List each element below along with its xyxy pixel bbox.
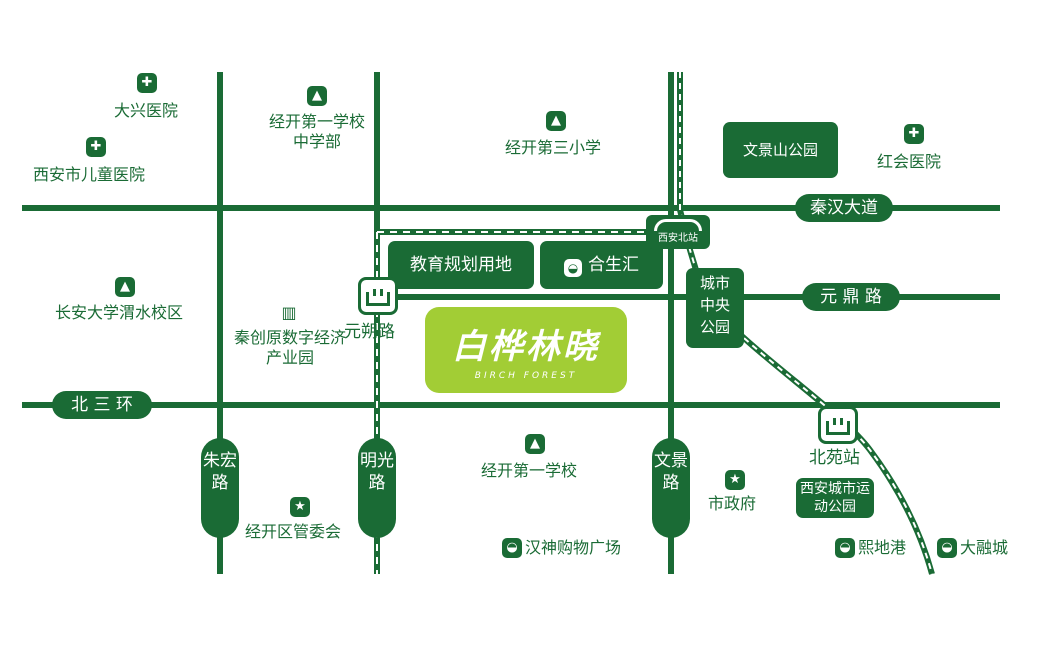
poi-jingkai-middle: 经开第一学校中学部 <box>262 112 372 152</box>
station-beiyuan-label: 北苑站 <box>809 448 860 468</box>
star-icon: ★ <box>725 470 745 490</box>
road-zhuhong <box>217 72 223 574</box>
shopping-bag-icon: ◒ <box>502 538 522 558</box>
poi-qinchuangyuan: 秦创原数字经济产业园 <box>228 328 352 368</box>
graduation-cap-icon: ▲ <box>525 434 545 454</box>
project-birch-forest: 白桦林晓 BIRCH FOREST <box>425 307 627 393</box>
parcel-hesheng-label: 合生汇 <box>588 255 639 275</box>
poi-honghui-hospital: 红会医院 <box>877 152 942 171</box>
train-station-icon <box>654 219 702 231</box>
hospital-cross-icon: ✚ <box>137 73 157 93</box>
road-label-yuanding: 元 鼎 路 <box>802 283 900 311</box>
building-icon: ▥ <box>279 303 299 323</box>
poi-xidigang: 熙地港 <box>858 538 907 557</box>
poi-daxing-hospital: 大兴医院 <box>114 101 179 120</box>
graduation-cap-icon: ▲ <box>546 111 566 131</box>
metro-station-icon <box>818 406 858 444</box>
poi-jingkai-1st-school: 经开第一学校 <box>481 461 578 480</box>
road-beisanhuan <box>22 402 1000 408</box>
road-label-beisanhuan: 北 三 环 <box>52 391 152 419</box>
poi-hanshen-plaza: 汉神购物广场 <box>525 538 622 557</box>
road-mingguang-north <box>374 72 380 232</box>
shopping-bag-icon: ◒ <box>937 538 957 558</box>
poi-darongcheng: 大融城 <box>960 538 1009 557</box>
poi-children-hospital: 西安市儿童医院 <box>33 165 146 184</box>
road-wenjing <box>668 72 674 574</box>
graduation-cap-icon: ▲ <box>307 86 327 106</box>
park-sports: 西安城市运动公园 <box>796 478 874 518</box>
shopping-bag-icon: ◒ <box>564 259 582 277</box>
poi-changan-univ: 长安大学渭水校区 <box>55 303 184 322</box>
poi-jingkai-middle-label: 经开第一学校中学部 <box>268 112 365 151</box>
shopping-bag-icon: ◒ <box>835 538 855 558</box>
road-label-zhuhong: 朱宏路 <box>201 438 239 538</box>
park-city-center-label: 城市中央公园 <box>699 274 730 336</box>
park-wenjingshan: 文景山公园 <box>723 122 838 178</box>
road-label-yuanshuo: 元朔路 <box>344 322 395 342</box>
parcel-hesheng: ◒ 合生汇 <box>540 241 663 289</box>
star-icon: ★ <box>290 497 310 517</box>
station-xian-north-label: 西安北站 <box>658 233 698 244</box>
poi-city-government: 市政府 <box>708 494 757 513</box>
project-name: 白桦林晓 <box>452 327 600 367</box>
hospital-cross-icon: ✚ <box>904 124 924 144</box>
poi-jingkai-3rd-primary: 经开第三小学 <box>505 138 602 157</box>
parcel-edu-land: 教育规划用地 <box>388 241 534 289</box>
road-label-qinhan: 秦汉大道 <box>795 194 893 222</box>
park-sports-label: 西安城市运动公园 <box>800 481 870 515</box>
project-name-en: BIRCH FOREST <box>474 371 578 381</box>
road-label-wenjing: 文景路 <box>652 438 690 538</box>
metro-station-icon <box>358 277 398 315</box>
road-qinhan <box>22 205 1000 211</box>
poi-qinchuangyuan-label: 秦创原数字经济产业园 <box>233 328 346 367</box>
park-city-center: 城市中央公园 <box>686 268 744 348</box>
hospital-cross-icon: ✚ <box>86 137 106 157</box>
poi-jingkai-committee: 经开区管委会 <box>245 522 342 541</box>
road-label-mingguang: 明光路 <box>358 438 396 538</box>
station-xian-north: 西安北站 <box>646 215 710 249</box>
graduation-cap-icon: ▲ <box>115 277 135 297</box>
